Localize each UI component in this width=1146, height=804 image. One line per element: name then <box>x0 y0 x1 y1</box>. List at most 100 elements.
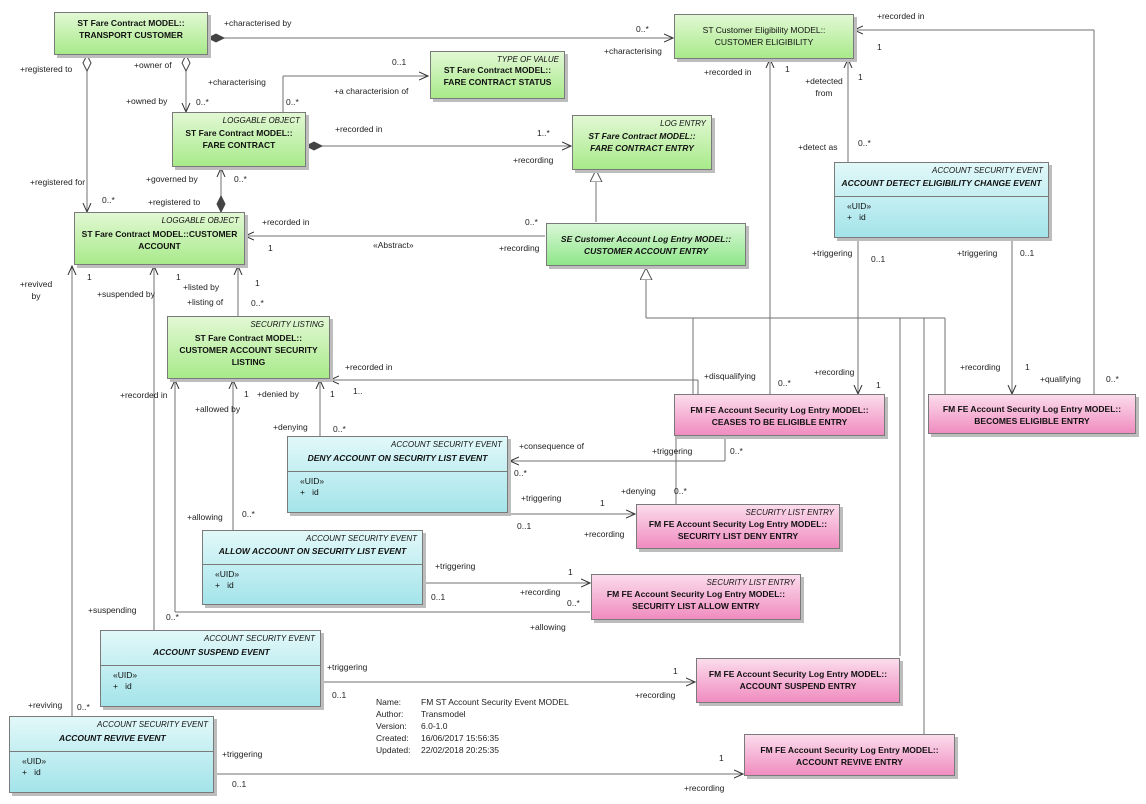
class-name: FM FE Account Security Log Entry MODEL::… <box>708 669 888 691</box>
allow-account-event-class[interactable]: ACCOUNT SECURITY EVENT ALLOW ACCOUNT ON … <box>202 530 423 605</box>
edge-label: +registered for <box>30 177 86 187</box>
edge-label: +allowing <box>187 512 223 522</box>
edge-label: +allowing <box>530 622 566 632</box>
class-name: FM FE Account Security Log Entry MODEL::… <box>648 519 828 541</box>
class-stereotype: SECURITY LISTING <box>250 320 324 329</box>
edge-label: 0..* <box>251 298 264 308</box>
edge-label: +triggering <box>812 248 853 258</box>
edge-label: 0..* <box>102 195 115 205</box>
transport-customer-class[interactable]: ST Fare Contract MODEL:: TRANSPORT CUSTO… <box>54 12 208 55</box>
edge-label: +recorded in <box>335 124 383 134</box>
deny-account-event-class[interactable]: ACCOUNT SECURITY EVENT DENY ACCOUNT ON S… <box>287 436 508 513</box>
edge-label: 1 <box>600 498 605 508</box>
edge-label: 0..* <box>567 598 580 608</box>
account-revive-event-class[interactable]: ACCOUNT SECURITY EVENT ACCOUNT REVIVE EV… <box>9 716 214 793</box>
attribute-name: id <box>125 681 132 691</box>
edge-label: +suspending <box>88 605 137 615</box>
class-stereotype: LOG ENTRY <box>660 119 706 128</box>
info-key: Name: <box>376 697 402 707</box>
account-suspend-event-class[interactable]: ACCOUNT SECURITY EVENT ACCOUNT SUSPEND E… <box>100 630 321 707</box>
edge-label: 1 <box>877 42 882 52</box>
class-stereotype: ACCOUNT SECURITY EVENT <box>97 720 208 729</box>
edge-label: 1 <box>719 753 724 763</box>
class-name: ST Fare Contract MODEL:: FARE CONTRACT <box>185 128 293 150</box>
edge-label: 0..* <box>166 612 179 622</box>
account-suspend-entry-class[interactable]: FM FE Account Security Log Entry MODEL::… <box>696 658 900 703</box>
edge-label: 1 <box>87 272 92 282</box>
customer-eligibility-class[interactable]: ST Customer Eligibility MODEL:: CUSTOMER… <box>674 14 854 59</box>
info-value: 6.0-1.0 <box>421 721 448 731</box>
security-list-deny-entry-class[interactable]: SECURITY LIST ENTRY FM FE Account Securi… <box>636 504 840 549</box>
edge-label: 1.. <box>353 386 363 396</box>
class-stereotype: SECURITY LIST ENTRY <box>706 578 795 587</box>
edge-label: +owned by <box>126 96 168 106</box>
fare-contract-entry-class[interactable]: LOG ENTRY ST Fare Contract MODEL:: FARE … <box>572 115 712 170</box>
class-stereotype: ACCOUNT SECURITY EVENT <box>391 440 502 449</box>
security-list-allow-entry-class[interactable]: SECURITY LIST ENTRY FM FE Account Securi… <box>591 574 801 620</box>
edge-label: +characterising <box>208 77 266 87</box>
edge-label: +characterised by <box>224 18 292 28</box>
edge-label: 1 <box>858 72 863 82</box>
edge-label: +recording <box>499 243 540 253</box>
edge-label: 1..* <box>537 128 550 138</box>
class-name: FM FE Account Security Log Entry MODEL::… <box>690 405 869 427</box>
info-value: 22/02/2018 20:25:35 <box>421 745 499 755</box>
edge-label: 1 <box>268 243 273 253</box>
becomes-eligible-entry-class[interactable]: FM FE Account Security Log Entry MODEL::… <box>928 394 1136 434</box>
class-name: FM FE Account Security Log Entry MODEL::… <box>606 589 786 611</box>
edge-label: +revived by <box>19 279 53 301</box>
public-marker: + <box>215 580 228 590</box>
class-name: ST Fare Contract MODEL:: FARE CONTRACT E… <box>588 131 696 153</box>
class-name: FM FE Account Security Log Entry MODEL::… <box>942 404 1122 426</box>
attribute-name: id <box>34 767 41 777</box>
public-marker: + <box>847 212 860 222</box>
edge-label: +detect as <box>798 142 838 152</box>
uid-stereotype: «UID» <box>300 476 325 486</box>
security-listing-class[interactable]: SECURITY LISTING ST Fare Contract MODEL:… <box>167 316 330 379</box>
edge-label: 0..1 <box>431 592 446 602</box>
edge-label: +allowed by <box>195 404 241 414</box>
class-name: ST Fare Contract MODEL:: TRANSPORT CUSTO… <box>77 18 185 40</box>
class-name: ACCOUNT REVIVE EVENT <box>59 733 166 743</box>
edge-label: +suspended by <box>97 289 155 299</box>
edge-label: 0..* <box>674 486 687 496</box>
edge-label: +triggering <box>652 446 693 456</box>
fare-contract-status-class[interactable]: TYPE OF VALUE ST Fare Contract MODEL:: F… <box>430 51 565 99</box>
attribute-name: id <box>859 212 866 222</box>
edge-label: 0..* <box>333 424 346 434</box>
account-revive-entry-class[interactable]: FM FE Account Security Log Entry MODEL::… <box>744 734 955 776</box>
fare-contract-class[interactable]: LOGGABLE OBJECT ST Fare Contract MODEL::… <box>172 112 306 167</box>
edge-label: +detected from <box>805 76 843 98</box>
attribute-name: id <box>227 580 234 590</box>
edge-label: 1 <box>568 567 573 577</box>
edge-label: +denying <box>621 486 656 496</box>
customer-account-entry-class[interactable]: SE Customer Account Log Entry MODEL:: CU… <box>546 223 746 266</box>
edge-label: +triggering <box>435 561 476 571</box>
edge-label: 0..* <box>636 24 649 34</box>
edge-label: 0..* <box>1106 374 1119 384</box>
edge-label: 1 <box>785 64 790 74</box>
class-name: ACCOUNT DETECT ELIGIBILITY CHANGE EVENT <box>841 178 1042 188</box>
ceases-eligible-entry-class[interactable]: FM FE Account Security Log Entry MODEL::… <box>674 394 885 436</box>
class-stereotype: SECURITY LIST ENTRY <box>745 508 834 517</box>
edge-label: 1 <box>255 278 260 288</box>
customer-account-class[interactable]: LOGGABLE OBJECT ST Fare Contract MODEL::… <box>74 212 245 265</box>
edge-label: +denied by <box>257 389 299 399</box>
info-key: Author: <box>376 709 404 719</box>
uid-stereotype: «UID» <box>113 670 138 680</box>
class-name: ST Customer Eligibility MODEL:: CUSTOMER… <box>702 25 826 47</box>
edge-label: 0..1 <box>1020 248 1035 258</box>
class-stereotype: LOGGABLE OBJECT <box>222 116 300 125</box>
detect-eligibility-change-event-class[interactable]: ACCOUNT SECURITY EVENT ACCOUNT DETECT EL… <box>834 162 1049 238</box>
class-name: ST Fare Contract MODEL::CUSTOMER ACCOUNT <box>81 229 238 251</box>
edge-label: +disqualifying <box>704 371 756 381</box>
edge-label: +recording <box>513 155 554 165</box>
edge-label: +recording <box>684 783 725 793</box>
id-attribute: + id <box>203 580 422 591</box>
attribute-separator <box>288 471 507 472</box>
id-attribute: + id <box>10 767 213 778</box>
edge-label: 1 <box>176 272 181 282</box>
edge-label: +denying <box>273 422 308 432</box>
public-marker: + <box>22 767 35 777</box>
